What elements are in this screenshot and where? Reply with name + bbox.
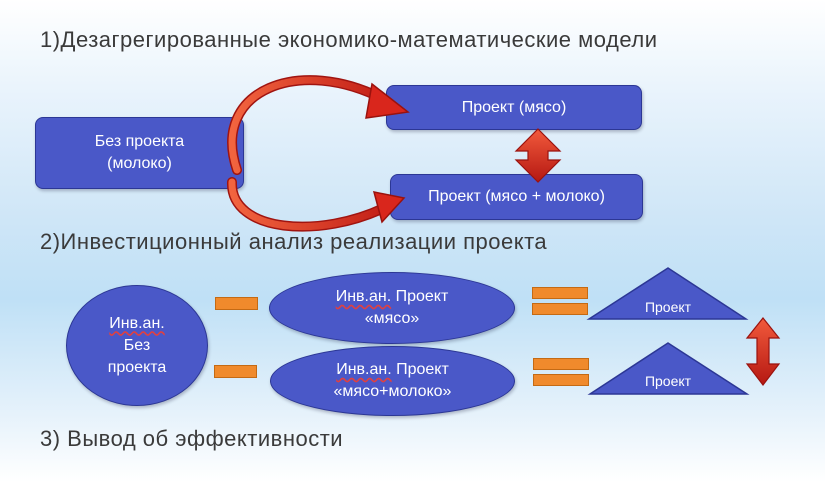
equals-bottom-bar2 (533, 374, 589, 386)
ellipse-meat-milk-line2: «мясо+молоко» (333, 383, 452, 400)
triangle-top (586, 267, 749, 320)
ellipse-base-line1: Инв.ан. (109, 314, 165, 332)
ellipse-meat-word: Проект (391, 288, 449, 305)
ellipse-meat-milk-word: Проект (391, 361, 449, 378)
triangle-bottom-label: Проект (644, 373, 692, 389)
ellipse-meat-line2: «мясо» (364, 310, 420, 327)
double-arrow-compare-bottom-icon (745, 317, 781, 386)
minus-sign-bottom (214, 365, 257, 378)
project-meat-label: Проект (мясо) (461, 98, 567, 116)
ellipse-meat-milk: Инв.ан. Проект «мясо+молоко» (270, 346, 515, 416)
project-meat-milk-label: Проект (мясо + молоко) (428, 188, 605, 205)
ellipse-base-line2: Без (123, 336, 151, 354)
ellipse-meat: Инв.ан. Проект «мясо» (269, 272, 515, 344)
project-meat-milk-box: Проект (мясо + молоко) (390, 174, 643, 220)
equals-top-bar2 (532, 303, 588, 315)
base-box-line2: (молоко) (107, 155, 172, 172)
triangle-top-label: Проект (644, 299, 692, 315)
ellipse-base-line3: проекта (107, 358, 167, 376)
heading-3: 3) Вывод об эффективности (40, 426, 344, 451)
ellipse-base: Инв.ан. Без проекта (66, 285, 208, 406)
ellipse-meat-milk-line1: Инв.ан. Проект (336, 359, 449, 381)
curved-arrow-bottom-icon (226, 177, 406, 232)
ellipse-meat-line1: Инв.ан. Проект (336, 286, 449, 308)
base-box-line1: Без проекта (94, 133, 185, 150)
heading-1: 1)Дезагрегированные экономико-математиче… (40, 27, 658, 52)
equals-top-bar1 (532, 287, 588, 299)
heading-2: 2)Инвестиционный анализ реализации проек… (40, 229, 548, 254)
double-arrow-compare-top-icon (514, 128, 562, 183)
ellipse-meat-abbr: Инв.ан. (335, 288, 392, 305)
base-box: Без проекта (молоко) (35, 117, 244, 189)
ellipse-meat-milk-abbr: Инв.ан. (336, 361, 392, 378)
triangle-bottom (587, 342, 750, 395)
minus-sign-top (215, 297, 258, 310)
equals-bottom-bar1 (533, 358, 589, 370)
project-meat-box: Проект (мясо) (386, 85, 642, 130)
curved-arrow-top-icon (227, 75, 410, 175)
